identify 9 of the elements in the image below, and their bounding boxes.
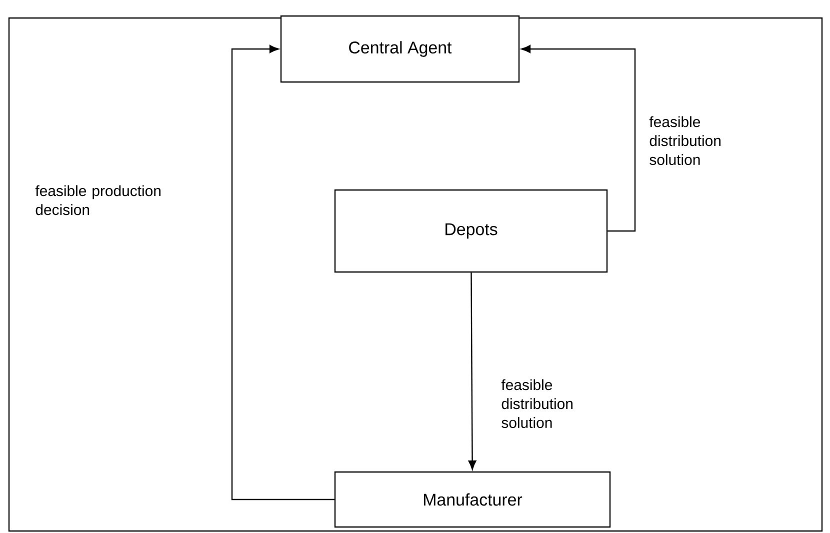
arrow	[231, 45, 334, 500]
edge-label: feasible distribution solution	[649, 116, 720, 166]
process-box: Depots	[334, 189, 608, 273]
process-box: Manufacturer	[334, 471, 611, 528]
process-box: Central Agent	[280, 15, 520, 83]
edge-label: feasible production decision	[35, 185, 160, 216]
arrow	[468, 272, 476, 470]
edge-label: feasible distribution solution	[501, 379, 572, 428]
arrow	[521, 45, 636, 232]
